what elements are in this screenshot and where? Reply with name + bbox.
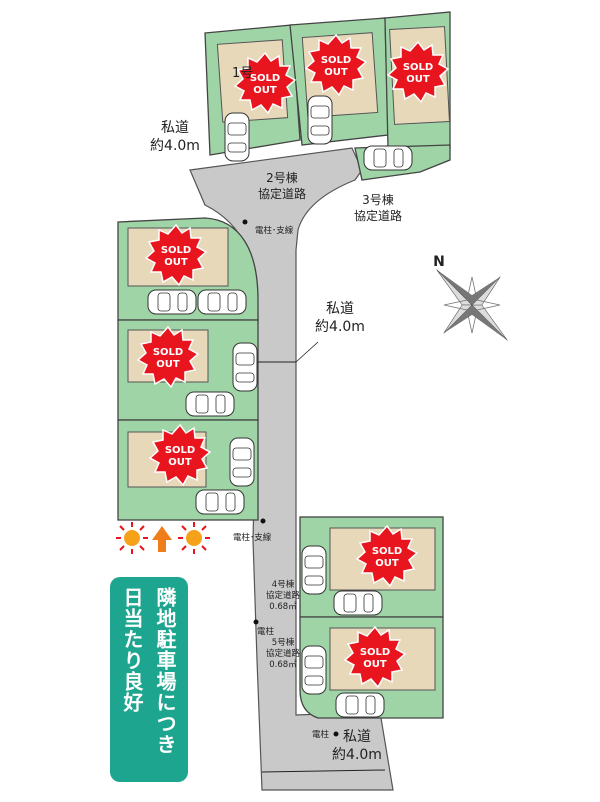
sold-out-badge: SOLD OUT bbox=[149, 424, 211, 486]
sold-out-badge: SOLD OUT bbox=[234, 52, 296, 114]
svg-text:SOLD: SOLD bbox=[372, 546, 402, 557]
road-name-middle: 私道 bbox=[326, 301, 354, 317]
svg-text:OUT: OUT bbox=[375, 558, 399, 569]
car bbox=[197, 289, 247, 315]
svg-text:OUT: OUT bbox=[406, 74, 430, 85]
svg-text:OUT: OUT bbox=[253, 85, 277, 96]
svg-text:SOLD: SOLD bbox=[161, 245, 191, 256]
sold-out-badge: SOLD OUT bbox=[145, 224, 207, 286]
agreement-road-5-label: 協定道路 bbox=[266, 648, 301, 659]
callout-line-2: 日当たり良好 bbox=[120, 587, 144, 713]
utility-pole-marker bbox=[333, 731, 339, 737]
sold-out-badge: SOLD OUT bbox=[137, 326, 199, 388]
compass-rose-icon bbox=[436, 269, 508, 341]
agreement-road-5-title: 5号棟 bbox=[272, 637, 295, 648]
car bbox=[333, 590, 383, 616]
leader-line bbox=[295, 341, 319, 363]
utility-pole-marker bbox=[253, 619, 259, 625]
sold-out-badge: SOLD OUT bbox=[387, 41, 449, 103]
road-width-top: 約4.0m bbox=[150, 138, 200, 154]
utility-pole-marker bbox=[260, 518, 266, 524]
lot-number-label: 1号 bbox=[232, 66, 253, 81]
car bbox=[185, 391, 235, 417]
agreement-road-3-label: 協定道路 bbox=[354, 208, 402, 223]
arrow-up-icon bbox=[152, 526, 172, 552]
sunlight-callout: 隣地駐車場につき 日当たり良好 bbox=[110, 577, 188, 782]
pole-label-1: 電柱 bbox=[257, 626, 275, 637]
sold-out-badge: SOLD OUT bbox=[344, 626, 406, 688]
callout-line-1: 隣地駐車場につき bbox=[153, 587, 177, 755]
svg-text:OUT: OUT bbox=[324, 67, 348, 78]
car bbox=[307, 95, 333, 145]
car bbox=[195, 489, 245, 515]
road-width-middle: 約4.0m bbox=[315, 319, 365, 335]
car bbox=[301, 545, 327, 595]
agreement-road-5-width: 0.68㎡ bbox=[269, 660, 297, 670]
car bbox=[232, 342, 258, 392]
road-width-bottom: 約4.0m bbox=[332, 747, 382, 763]
car bbox=[147, 289, 197, 315]
pole-stay-label-1: 電柱･支線 bbox=[255, 225, 294, 236]
agreement-road-3-title: 3号棟 bbox=[362, 192, 394, 207]
road-name-bottom: 私道 bbox=[343, 729, 371, 745]
svg-text:OUT: OUT bbox=[156, 359, 180, 370]
car bbox=[301, 645, 327, 695]
svg-text:SOLD: SOLD bbox=[360, 647, 390, 658]
compass-north-label: N bbox=[433, 254, 445, 270]
width-arrow bbox=[261, 769, 386, 773]
svg-text:SOLD: SOLD bbox=[153, 347, 183, 358]
sold-out-badge: SOLD OUT bbox=[356, 525, 418, 587]
road-name-top: 私道 bbox=[161, 120, 189, 136]
agreement-road-4-title: 4号棟 bbox=[272, 579, 295, 590]
agreement-road-2-label: 協定道路 bbox=[258, 186, 306, 201]
svg-text:OUT: OUT bbox=[164, 257, 188, 268]
car bbox=[363, 145, 413, 171]
svg-text:OUT: OUT bbox=[363, 659, 387, 670]
agreement-road-2-title: 2号棟 bbox=[266, 170, 298, 185]
car bbox=[224, 112, 250, 162]
sun-icon bbox=[116, 522, 148, 554]
car bbox=[335, 692, 385, 718]
agreement-road-4-width: 0.68㎡ bbox=[269, 602, 297, 612]
agreement-road-4-label: 協定道路 bbox=[266, 590, 301, 601]
svg-text:SOLD: SOLD bbox=[250, 73, 280, 84]
svg-text:SOLD: SOLD bbox=[321, 55, 351, 66]
svg-text:SOLD: SOLD bbox=[403, 62, 433, 73]
svg-text:OUT: OUT bbox=[168, 457, 192, 468]
sold-out-badge: SOLD OUT bbox=[305, 34, 367, 96]
utility-pole-marker bbox=[242, 219, 248, 225]
pole-label-2: 電柱 bbox=[312, 729, 330, 740]
svg-text:SOLD: SOLD bbox=[165, 445, 195, 456]
car bbox=[229, 437, 255, 487]
pole-stay-label-2: 電柱･支線 bbox=[233, 532, 272, 543]
sun-icon bbox=[178, 522, 210, 554]
